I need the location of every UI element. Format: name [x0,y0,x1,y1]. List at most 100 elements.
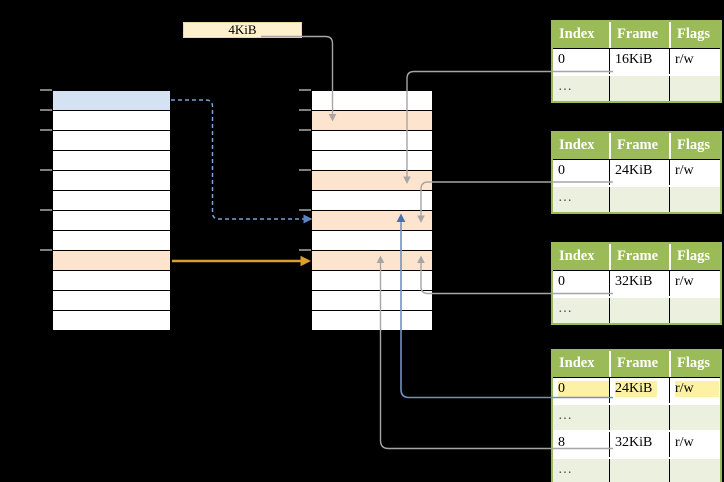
highlighted-value: r/w [675,381,719,397]
table-cell [609,405,669,430]
column-header: Frame [609,244,669,270]
table-row: … [553,296,720,323]
table-cell: 32KiB [609,432,669,457]
address-tick [299,248,311,251]
table-cell: r/w [669,432,720,457]
table-cell: r/w [669,271,720,296]
table-cell: 24KiB [609,378,669,403]
column-header: Index [559,355,595,371]
memory-row [312,271,432,291]
column-header: Index [559,248,595,264]
memory-row [53,311,170,330]
table-cell: … [558,462,572,477]
table-cell [669,298,720,323]
address-tick [40,128,52,131]
table-cell: 32KiB [609,271,669,296]
memory-row [312,171,432,191]
memory-row [312,311,432,330]
memory-row [53,191,170,211]
column-header: Index [559,137,595,153]
table-cell [609,298,669,323]
memory-row [53,291,170,311]
address-tick [299,88,311,91]
column-header: Flags [669,351,720,377]
physical-address-ticks [299,88,311,331]
table-cell: 24KiB [609,160,669,185]
table-cell: … [558,79,572,94]
frame-size-label: 4KiB [183,22,302,38]
table-cell: r/w [669,160,720,185]
address-tick [299,128,311,131]
table-row: … [553,74,720,101]
address-tick [40,168,52,171]
address-tick [299,108,311,111]
memory-row [312,91,432,111]
memory-row [53,271,170,291]
table-cell: … [558,190,572,205]
memory-row [312,191,432,211]
table-cell: 0 [558,52,565,67]
column-header: Frame [609,351,669,377]
column-header: Frame [609,22,669,48]
address-tick [299,208,311,211]
highlighted-value: 0 [558,381,610,397]
address-tick [40,248,52,251]
table-cell: 0 [558,274,565,289]
highlighted-value: 24KiB [615,381,657,397]
table-cell: 0 [553,378,610,403]
memory-row [312,251,432,271]
table-row: … [553,457,720,482]
table-cell [609,187,669,212]
table-row: … [553,403,720,430]
table-row: … [553,185,720,212]
memory-row [53,111,170,131]
table-cell: 0 [558,163,565,178]
memory-row [312,231,432,251]
table-cell: 8 [558,435,565,450]
memory-row [53,211,170,231]
table-row: 0 24KiB r/w [553,378,720,403]
table-cell [669,405,720,430]
memory-row [53,151,170,171]
address-tick [40,88,52,91]
column-header: Flags [669,22,720,48]
memory-row [53,231,170,251]
memory-row [53,91,170,111]
memory-row [312,131,432,151]
column-header: Flags [669,133,720,159]
table-cell: … [558,301,572,316]
memory-row [312,211,432,231]
table-cell: r/w [669,378,720,403]
memory-row [312,291,432,311]
table-cell: 16KiB [609,49,669,74]
table-cell [609,459,669,482]
table-cell [609,76,669,101]
table-cell [669,187,720,212]
memory-row [53,131,170,151]
address-tick [40,108,52,111]
table-cell [669,459,720,482]
column-header: Flags [669,244,720,270]
memory-row [312,151,432,171]
table-cell: r/w [669,49,720,74]
virtual-address-ticks [40,88,52,331]
address-tick [40,208,52,211]
arrow-virtual-page0 [171,99,304,220]
table-cell [669,76,720,101]
address-tick [299,168,311,171]
memory-row [53,171,170,191]
table-cell: … [558,408,572,423]
